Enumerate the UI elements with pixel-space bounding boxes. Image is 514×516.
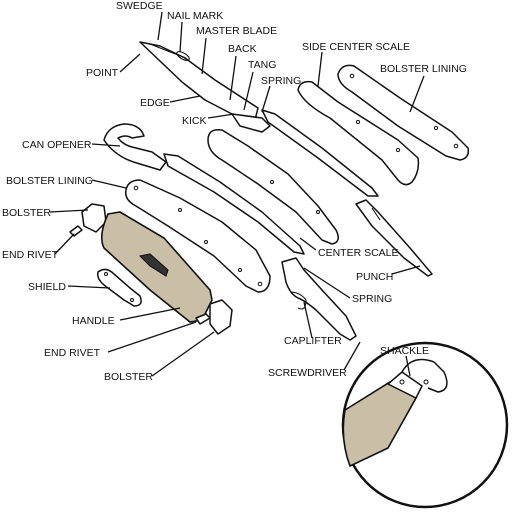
can-opener-spring [163,153,305,255]
label-tang: TANG [248,59,276,71]
label-bolster-lining-right: BOLSTER LINING [380,63,467,75]
caplifter-screwdriver [281,257,357,341]
side-center-scale [297,80,420,186]
end-rivet-top [69,225,83,237]
label-swedge: SWEDGE [116,0,163,12]
label-master-blade: MASTER BLADE [196,25,277,37]
end-rivet-bottom [195,313,211,325]
leader-lines [49,11,425,377]
label-spring-bottom: SPRING [352,293,392,305]
label-nail-mark: NAIL MARK [167,10,223,22]
blade-tang [231,113,271,133]
label-point: POINT [86,67,119,79]
label-handle: HANDLE [72,315,115,327]
label-side-center-scale: SIDE CENTER SCALE [302,41,410,53]
label-back: BACK [228,43,257,55]
label-edge: EDGE [140,97,170,109]
label-kick: KICK [182,115,207,127]
bolster-lining-left [124,179,271,293]
label-can-opener: CAN OPENER [22,139,92,151]
label-shackle: SHACKLE [380,345,429,357]
bolster-lining-right [337,64,470,161]
label-end-rivet-bottom: END RIVET [44,347,101,359]
master-blade [139,41,259,121]
label-caplifter: CAPLIFTER [284,335,342,347]
label-shield: SHIELD [28,281,66,293]
punch [355,199,433,277]
handle [100,211,213,323]
labels: SWEDGE NAIL MARK MASTER BLADE BACK TANG … [2,0,467,383]
center-scale [207,128,339,245]
top-spring [261,109,379,197]
label-spring-top: SPRING [261,75,301,87]
can-opener [103,123,167,171]
shackle-inset [341,341,509,509]
label-screwdriver: SCREWDRIVER [268,367,347,379]
shield [96,268,142,307]
label-bolster-lining-left: BOLSTER LINING [6,175,93,187]
label-punch: PUNCH [356,271,393,283]
label-center-scale: CENTER SCALE [318,247,399,259]
label-end-rivet-top: END RIVET [2,249,59,261]
label-bolster-bottom: BOLSTER [104,371,153,383]
label-bolster-top: BOLSTER [2,207,51,219]
bolster-bottom [209,299,233,335]
